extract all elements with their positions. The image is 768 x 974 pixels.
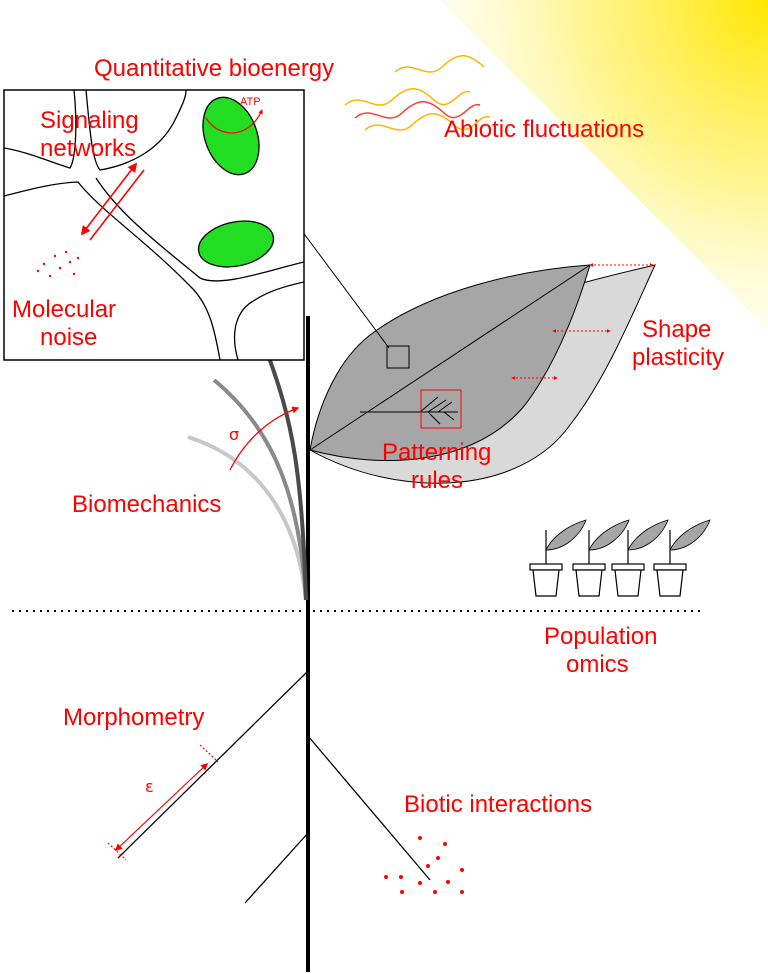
label-plasticity: plasticity: [632, 344, 724, 371]
label-noise: noise: [40, 324, 97, 351]
label-abiotic-fluctuations: Abiotic fluctuations: [444, 116, 644, 143]
bend-arc-arrow: [229, 406, 300, 471]
label-epsilon: ε: [145, 777, 154, 796]
label-quantitative-bioenergy: Quantitative bioenergy: [94, 55, 334, 82]
potted-plant: [529, 519, 587, 597]
shape-plasticity-arrows: [511, 263, 654, 380]
label-sigma: σ: [229, 425, 239, 444]
potted-plant: [611, 519, 669, 597]
label-biomechanics: Biomechanics: [72, 491, 221, 518]
label-morphometry: Morphometry: [63, 704, 204, 731]
potted-plant: [572, 519, 630, 597]
zoom-box: [386, 345, 410, 369]
chloroplast-top: [202, 96, 260, 176]
potted-plant: [653, 519, 711, 597]
vein-pattern: [360, 396, 458, 425]
label-signaling: Signaling: [40, 107, 139, 134]
potted-plant-population: [529, 519, 711, 597]
label-rules: rules: [411, 467, 463, 494]
cell-inset: [3, 89, 305, 361]
label-shape: Shape: [642, 316, 711, 343]
sunlight-glow: [440, 0, 768, 330]
chloroplast-bottom: [197, 220, 275, 268]
molecular-noise-dots: [36, 250, 80, 278]
label-biotic-interactions: Biotic interactions: [404, 791, 592, 818]
bending-stems: [187, 354, 308, 601]
label-atp: ATP: [240, 96, 261, 108]
label-molecular: Molecular: [12, 296, 116, 323]
abiotic-waves-icon: [344, 55, 491, 131]
patterning-box: [420, 389, 462, 429]
signaling-arrows: [80, 162, 145, 241]
biotic-dots: [384, 836, 464, 894]
atp-cycle-arrow: [205, 109, 263, 134]
label-networks: networks: [40, 135, 136, 162]
label-patterning: Patterning: [382, 439, 491, 466]
label-omics: omics: [566, 651, 629, 678]
morphometry-measure: [107, 744, 219, 861]
label-population: Population: [544, 623, 657, 650]
